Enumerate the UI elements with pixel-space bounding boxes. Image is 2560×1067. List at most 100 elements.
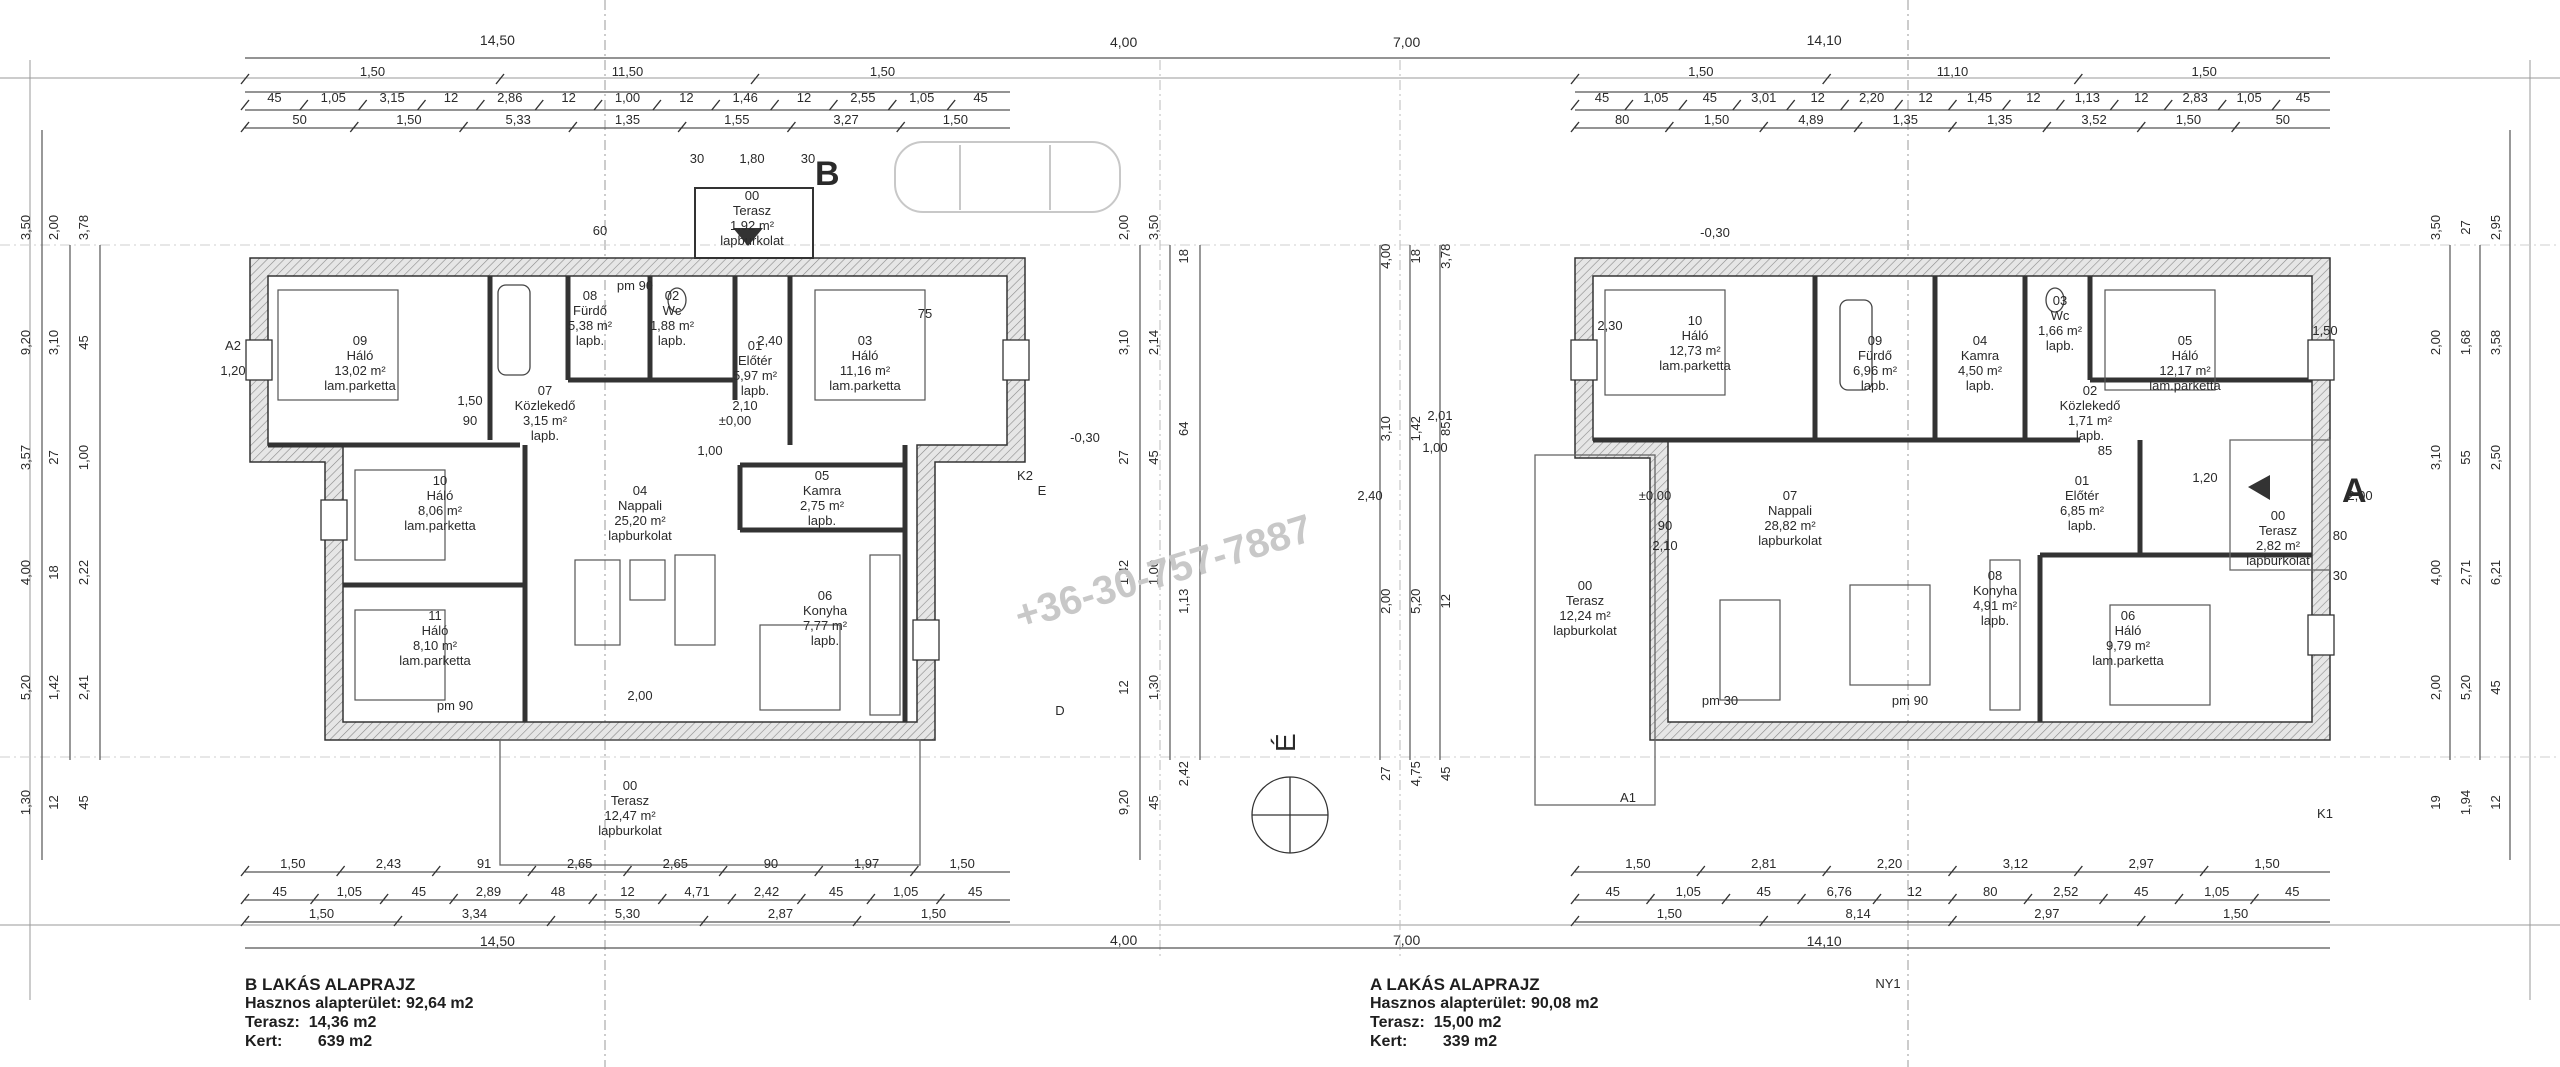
dim-label-bottom: 91 <box>477 856 491 871</box>
dim-label-bottom: 1,97 <box>854 856 879 871</box>
annotation-label: 1,20 <box>220 363 245 378</box>
dim-tick <box>1947 893 1958 905</box>
dim-tick <box>2136 915 2146 927</box>
dim-label-bottom: 2,43 <box>376 856 401 871</box>
room-label: Háló <box>2115 623 2142 638</box>
dim-tick <box>1570 865 1580 877</box>
between-dim-right-bottom: 7,00 <box>1393 932 1420 948</box>
dim-label-left: 9,20 <box>18 330 33 355</box>
dim-label-top: 3,27 <box>833 112 858 127</box>
room-label: 8,06 m² <box>418 503 463 518</box>
dim-label-top: 1,05 <box>2236 90 2261 105</box>
dim-label-right: 3,50 <box>1146 215 1161 240</box>
dim-tick <box>2109 99 2119 111</box>
north-marker: É <box>1270 733 1301 752</box>
dim-label-bottom: 2,65 <box>567 856 592 871</box>
dim-label-top: 12 <box>797 90 811 105</box>
dim-label-left: 1,42 <box>1408 416 1423 441</box>
dim-label-bottom: 2,52 <box>2053 884 2078 899</box>
room-label: 01 <box>2075 473 2089 488</box>
dim-label-right: 1,94 <box>2458 790 2473 815</box>
annotation-label: pm 30 <box>1702 693 1738 708</box>
room-label: 1,92 m² <box>730 218 775 233</box>
caption-plan-a: A LAKÁS ALAPRAJZ Hasznos alapterület: 90… <box>1370 975 1599 1051</box>
dim-label-right: 19 <box>2428 795 2443 809</box>
dim-label-right: 64 <box>1176 422 1191 436</box>
annotation-label: 30 <box>690 151 704 166</box>
dim-label-right: 12 <box>2488 795 2503 809</box>
dim-label-top: 12 <box>2134 90 2148 105</box>
room-label: lam.parketta <box>404 518 476 533</box>
dim-tick <box>2163 99 2173 111</box>
dim-label-left: 1,00 <box>76 445 91 470</box>
dim-label-left: 5,20 <box>18 675 33 700</box>
annotation-label: 80 <box>2333 528 2347 543</box>
dim-label-bottom: 1,05 <box>893 884 918 899</box>
room-label: lapb. <box>741 383 769 398</box>
caption-row-terrace: Terasz: 14,36 m2 <box>245 1014 377 1031</box>
dim-label-bottom: 90 <box>764 856 778 871</box>
plan-b-walls <box>245 187 1030 866</box>
dim-tick <box>909 865 919 877</box>
dim-tick <box>1872 893 1882 905</box>
dim-label-right: 3,58 <box>2488 330 2503 355</box>
dim-tick <box>1947 121 1958 133</box>
room-label: Konyha <box>1973 583 2018 598</box>
dim-label-bottom: 80 <box>1983 884 1997 899</box>
dim-label-bottom: 45 <box>1757 884 1771 899</box>
room-label: lapb. <box>531 428 559 443</box>
between-dim-left: 4,00 <box>1110 34 1137 50</box>
room-label: Konyha <box>803 603 848 618</box>
caption-row-garden: Kert: 639 m2 <box>245 1033 373 1050</box>
dim-tick <box>887 99 897 111</box>
dim-tick <box>852 915 862 927</box>
room-label: Háló <box>422 623 449 638</box>
dim-label-left: 2,22 <box>76 560 91 585</box>
dim-tick <box>416 99 427 111</box>
dim-label-top: 1,13 <box>2075 90 2100 105</box>
annotation-label: 85 <box>2098 443 2112 458</box>
dim-tick <box>946 99 956 111</box>
dim-tick <box>1664 121 1674 133</box>
annotation-label: ±0,00 <box>1639 488 1671 503</box>
caption-row-garden: Kert: 339 m2 <box>1370 1033 1498 1050</box>
room-label: 12,24 m² <box>1559 608 1611 623</box>
dim-tick <box>1570 99 1580 111</box>
dim-label-top: 45 <box>1595 90 1609 105</box>
room-label: Terasz <box>1566 593 1604 608</box>
room-label: 12,73 m² <box>1669 343 1721 358</box>
room-label: 08 <box>1988 568 2002 583</box>
dim-tick <box>1822 73 1832 85</box>
dim-label-right: 27 <box>2458 220 2473 234</box>
room-label: 05 <box>2178 333 2192 348</box>
room-label: lapb. <box>2046 338 2074 353</box>
annotation-label: 1,00 <box>1422 440 1447 455</box>
dim-tick <box>393 915 403 927</box>
annotation-label: 60 <box>593 223 607 238</box>
dim-tick <box>866 893 876 905</box>
room-label: 04 <box>633 483 647 498</box>
section-markers <box>733 228 2270 500</box>
room-label: 3,15 m² <box>523 413 568 428</box>
dim-label-top: 50 <box>2276 112 2290 127</box>
annotation-label: A2 <box>225 338 241 353</box>
room-label: lapb. <box>808 513 836 528</box>
dim-tick <box>2174 893 2184 905</box>
dim-label-bottom: 3,34 <box>462 906 487 921</box>
dim-label-right: 12 <box>1116 680 1131 694</box>
dim-label-left: 27 <box>46 450 61 464</box>
dim-tick <box>1624 99 1634 111</box>
dim-tick <box>718 865 728 877</box>
room-label: 10 <box>1688 313 1702 328</box>
dim-label-top: 1,55 <box>724 112 749 127</box>
room-label: 9,79 m² <box>2106 638 2151 653</box>
room-label: 1,66 m² <box>2038 323 2083 338</box>
dim-label-left: 2,00 <box>1378 589 1393 614</box>
room-label: Nappali <box>618 498 662 513</box>
dim-tick <box>1696 865 1706 877</box>
room-label: lapburkolat <box>720 233 784 248</box>
dim-tick <box>828 99 839 111</box>
dim-label-bottom: 1,05 <box>2204 884 2229 899</box>
